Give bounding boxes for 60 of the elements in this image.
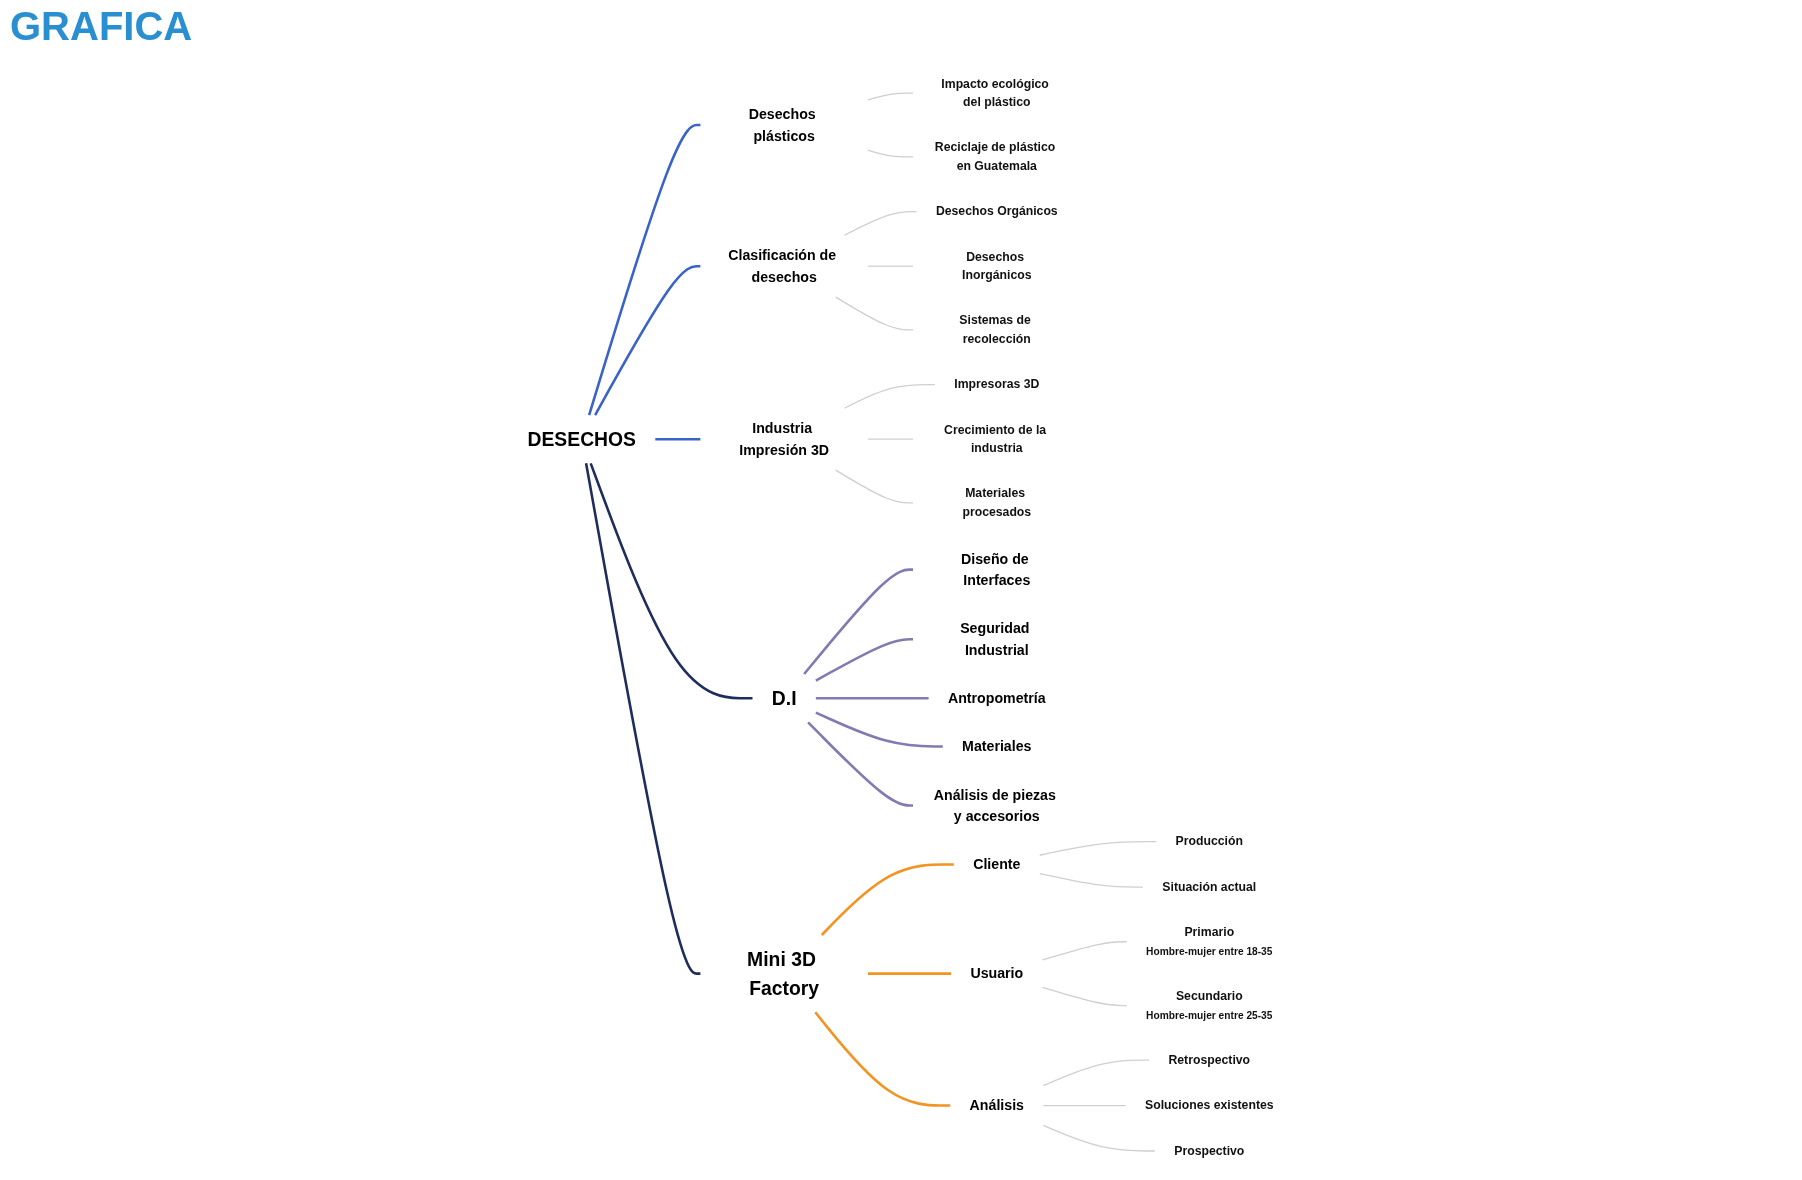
- connector: [867, 265, 915, 267]
- node-text: Producción: [1176, 834, 1244, 848]
- connector: [821, 863, 955, 936]
- node-text: Crecimiento de la industria: [944, 422, 1047, 455]
- connector: [594, 264, 701, 416]
- node-text: Antropometría: [948, 690, 1047, 707]
- title: GRAFICA: [10, 4, 193, 49]
- connector: [807, 721, 914, 807]
- node-text: Materiales: [962, 738, 1032, 755]
- connector: [585, 463, 701, 975]
- node-text: Mini 3D Factory: [747, 948, 820, 999]
- connector: [803, 568, 914, 675]
- node-text: Clasificación de desechos: [728, 247, 837, 285]
- connector: [814, 1011, 951, 1107]
- node-text: Impacto ecológico del plástico: [941, 76, 1050, 109]
- connector: [1042, 986, 1128, 1007]
- node-text: Industria Impresión 3D: [739, 420, 830, 458]
- node-text: Cliente: [973, 856, 1021, 873]
- node-text: Materiales procesados: [962, 486, 1032, 519]
- node-text: Primario: [1184, 925, 1235, 939]
- node-text: Reciclaje de plástico en Guatemala: [935, 140, 1056, 173]
- connector: [815, 637, 914, 682]
- connector: [1039, 872, 1145, 888]
- connector: [816, 696, 930, 700]
- connector: [589, 462, 753, 700]
- connector: [588, 123, 701, 416]
- node-text: Análisis de piezas y accesorios: [934, 786, 1057, 825]
- connector: [1043, 1059, 1151, 1087]
- connector: [1043, 1104, 1127, 1107]
- node-text: D.I: [772, 687, 797, 709]
- connector: [655, 437, 701, 441]
- connector: [867, 92, 915, 101]
- node-text: Usuario: [970, 965, 1024, 982]
- node-text: Desechos plásticos: [749, 106, 817, 144]
- node-text: Seguridad Industrial: [960, 620, 1030, 658]
- node-text: Secundario: [1176, 989, 1244, 1003]
- node-text: Diseño de Interfaces: [961, 550, 1031, 589]
- node-text: Sistemas de recolección: [959, 313, 1032, 346]
- connector: [867, 438, 915, 440]
- connector: [835, 469, 915, 504]
- connector: [868, 972, 952, 975]
- node-text: DESECHOS: [527, 428, 637, 450]
- connector: [1039, 841, 1158, 856]
- connector: [844, 210, 918, 236]
- connector: [815, 711, 944, 748]
- node-text: Situación actual: [1162, 879, 1257, 894]
- node-label: Hombre-mujer entre 18-35: [1146, 945, 1273, 957]
- node-label: Hombre-mujer entre 25-35: [1146, 1009, 1273, 1021]
- node-text: Prospectivo: [1174, 1143, 1245, 1158]
- connector: [1043, 1124, 1157, 1152]
- connector: [1042, 941, 1128, 961]
- node-text: Soluciones existentes: [1145, 1098, 1275, 1112]
- node-text: Análisis: [970, 1097, 1025, 1114]
- connector: [835, 296, 915, 331]
- connector: [867, 149, 915, 158]
- node-text: Retrospectivo: [1168, 1052, 1251, 1067]
- connector: [844, 383, 937, 409]
- node-text: Desechos Orgánicos: [936, 204, 1059, 218]
- node-text: Impresoras 3D: [954, 377, 1040, 391]
- node-text: Desechos Inorgánicos: [962, 249, 1032, 282]
